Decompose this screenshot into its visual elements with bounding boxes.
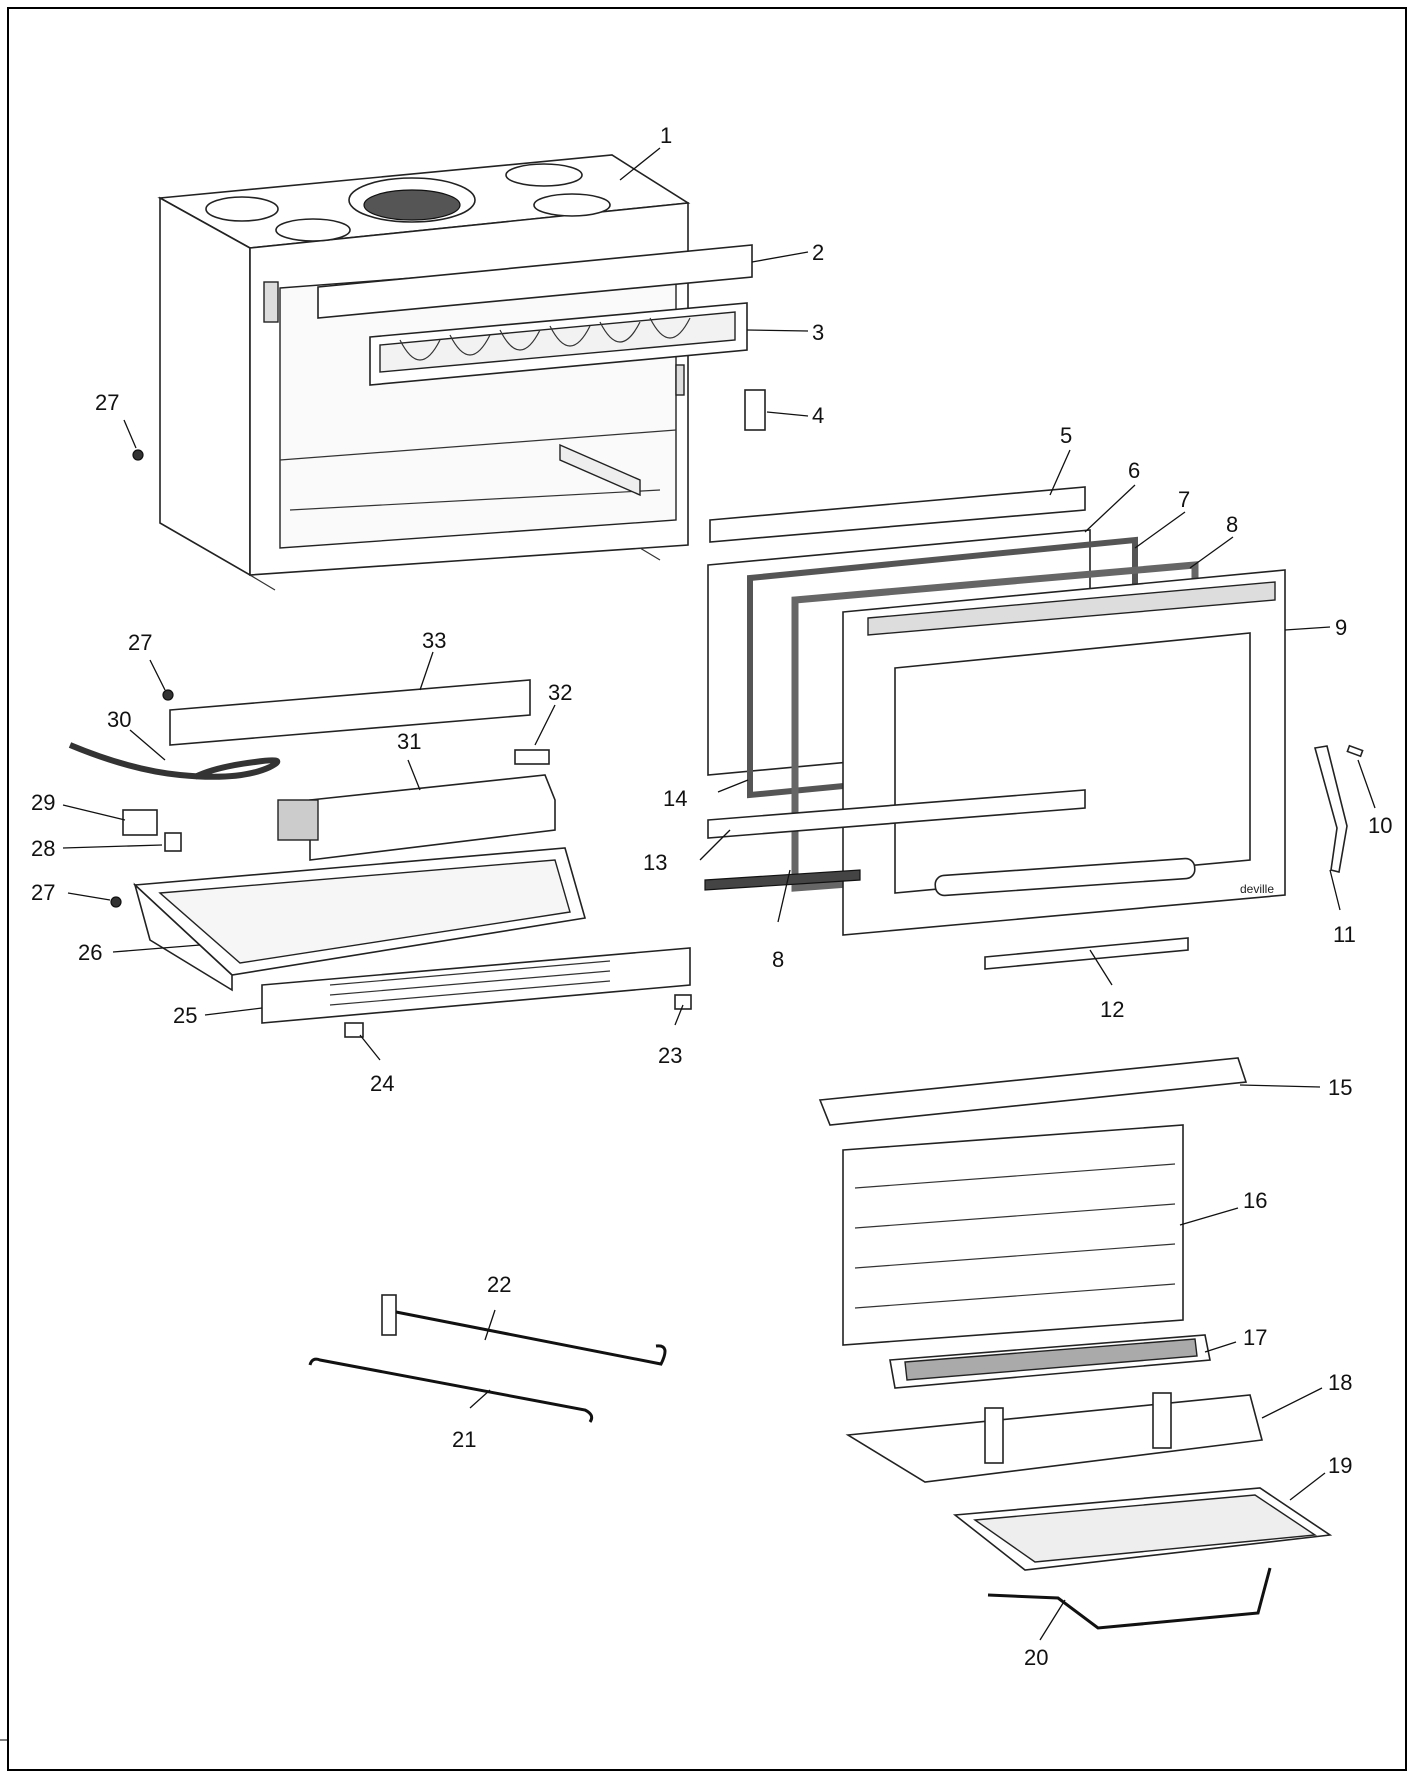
part-deflector-plate — [317, 244, 753, 319]
callout-27b: 27 — [128, 630, 152, 655]
callout-24: 24 — [370, 1071, 394, 1096]
part-bracket — [744, 389, 766, 431]
part-nut-b — [162, 689, 174, 701]
callout-12: 12 — [1100, 997, 1124, 1022]
callout-5: 5 — [1060, 423, 1072, 448]
callout-7: 7 — [1178, 487, 1190, 512]
callout-21: 21 — [452, 1427, 476, 1452]
callout-22: 22 — [487, 1272, 511, 1297]
callout-11: 11 — [1333, 922, 1356, 947]
callout-15: 15 — [1328, 1075, 1352, 1100]
callout-20: 20 — [1024, 1645, 1048, 1670]
callout-29: 29 — [31, 790, 55, 815]
callout-13: 13 — [643, 850, 667, 875]
part-drawer — [133, 847, 587, 992]
part-switch-bracket — [122, 809, 158, 836]
callout-8b: 8 — [772, 947, 784, 972]
part-clip-left — [344, 1022, 364, 1038]
callout-28: 28 — [31, 836, 55, 861]
part-pin — [1346, 744, 1364, 758]
callout-16: 16 — [1243, 1188, 1267, 1213]
callout-8a: 8 — [1226, 512, 1238, 537]
part-door: deville — [842, 569, 1286, 936]
part-control-slider — [984, 937, 1189, 970]
callout-23: 23 — [658, 1043, 682, 1068]
callout-10: 10 — [1368, 813, 1392, 838]
callout-4: 4 — [812, 403, 824, 428]
callout-9: 9 — [1335, 615, 1347, 640]
part-back-plate — [842, 1124, 1184, 1346]
part-air-manifold — [369, 302, 748, 386]
part-front-grille — [261, 947, 691, 1024]
part-clip-right — [674, 994, 692, 1010]
callout-19: 19 — [1328, 1453, 1352, 1478]
part-nut-c — [110, 896, 122, 908]
part-grate — [889, 1334, 1211, 1389]
part-lower-rail — [707, 789, 1086, 839]
part-nut-a — [132, 449, 144, 461]
callout-6: 6 — [1128, 458, 1140, 483]
part-grate-support — [845, 1392, 1264, 1483]
callout-30: 30 — [107, 707, 131, 732]
part-baffle — [818, 1057, 1248, 1126]
callout-17: 17 — [1243, 1325, 1267, 1350]
callout-31: 31 — [397, 729, 421, 754]
callout-27c: 27 — [31, 880, 55, 905]
part-fan-bracket — [169, 679, 531, 746]
callout-32: 32 — [548, 680, 572, 705]
callouts: 1 2 3 4 5 6 7 8 9 10 11 12 13 14 15 16 1… — [31, 123, 1392, 1670]
part-thermostat — [514, 749, 550, 765]
callout-25: 25 — [173, 1003, 197, 1028]
part-poker — [381, 1294, 667, 1366]
part-cable — [68, 742, 281, 780]
part-fan-unit — [277, 774, 556, 861]
callout-14: 14 — [663, 786, 687, 811]
part-top-rail — [709, 486, 1086, 543]
part-hook-tool — [308, 1357, 594, 1423]
callout-2: 2 — [812, 240, 824, 265]
callout-1: 1 — [660, 123, 672, 148]
callout-33: 33 — [422, 628, 446, 653]
callout-18: 18 — [1328, 1370, 1352, 1395]
callout-26: 26 — [78, 940, 102, 965]
callout-27a: 27 — [95, 390, 119, 415]
brand-mark: deville — [1240, 882, 1274, 896]
part-small-clip — [164, 832, 182, 852]
part-handle — [1313, 745, 1348, 873]
part-ash-pan-handle — [987, 1567, 1272, 1630]
part-lower-gasket — [704, 869, 861, 891]
part-ash-pan — [952, 1487, 1333, 1571]
callout-3: 3 — [812, 320, 824, 345]
